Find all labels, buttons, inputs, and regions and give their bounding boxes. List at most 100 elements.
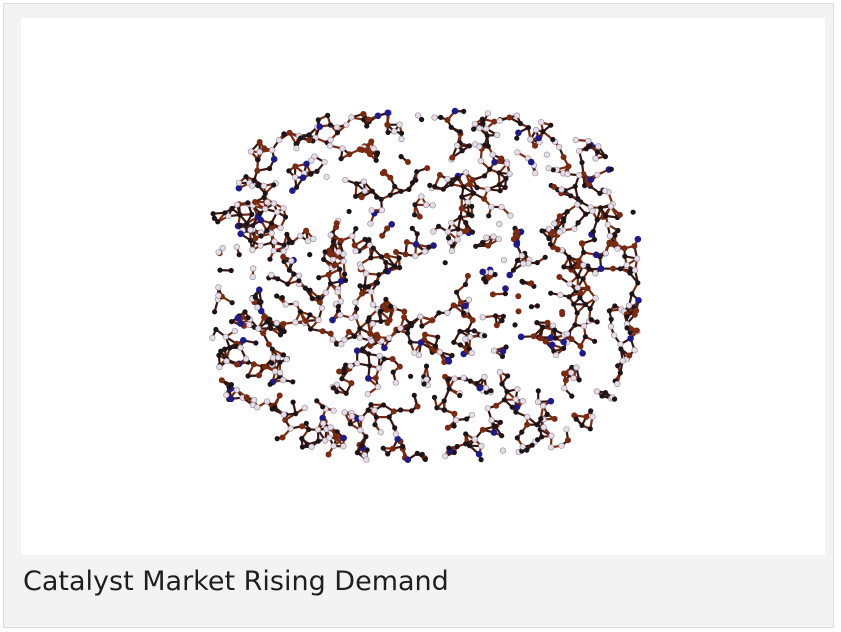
carbon-atom <box>514 135 520 141</box>
carbon-atom <box>463 441 469 447</box>
nitrogen-atom <box>394 435 402 443</box>
carbon-atom <box>335 304 341 310</box>
carbon-atom <box>245 373 251 379</box>
hydrogen-atom <box>270 200 278 207</box>
carbon-atom <box>392 183 398 190</box>
hydrogen-atom <box>592 295 599 302</box>
carbon-atom <box>440 186 446 192</box>
carbon-atom <box>608 166 614 172</box>
oxygen-atom <box>243 394 250 401</box>
hydrogen-atom <box>471 436 478 443</box>
carbon-atom <box>245 200 251 206</box>
carbon-atom <box>383 268 389 274</box>
oxygen-atom <box>379 232 386 239</box>
hydrogen-atom <box>327 232 334 239</box>
oxygen-atom <box>333 224 340 231</box>
oxygen-atom <box>384 225 391 232</box>
oxygen-atom <box>387 174 394 181</box>
hydrogen-atom <box>533 126 540 134</box>
hydrogen-atom <box>254 404 261 411</box>
carbon-atom <box>236 252 242 258</box>
oxygen-atom <box>444 424 451 431</box>
hydrogen-atom <box>292 319 299 326</box>
carbon-atom <box>572 183 578 189</box>
carbon-atom <box>480 239 486 246</box>
oxygen-atom <box>565 437 571 444</box>
oxygen-atom <box>383 307 390 313</box>
carbon-atom <box>514 257 521 263</box>
carbon-atom <box>373 414 379 420</box>
oxygen-atom <box>261 363 268 370</box>
carbon-atom <box>542 254 548 260</box>
carbon-atom <box>315 438 321 444</box>
carbon-atom <box>227 345 233 351</box>
carbon-atom <box>385 451 391 457</box>
carbon-atom <box>392 425 398 431</box>
carbon-atom <box>512 322 518 328</box>
carbon-atom <box>635 280 641 286</box>
carbon-atom <box>519 429 525 435</box>
nitrogen-atom <box>329 316 336 324</box>
hydrogen-atom <box>476 125 483 132</box>
nitrogen-atom <box>256 286 263 294</box>
carbon-atom <box>367 363 373 369</box>
oxygen-atom <box>356 146 363 153</box>
carbon-atom <box>629 291 635 297</box>
carbon-atom <box>308 171 314 177</box>
oxygen-atom <box>337 237 344 244</box>
hydrogen-atom <box>484 186 491 193</box>
carbon-atom <box>414 231 420 237</box>
oxygen-atom <box>559 308 566 315</box>
nitrogen-atom <box>627 335 634 342</box>
hydrogen-atom <box>532 170 539 177</box>
carbon-atom <box>411 392 417 398</box>
oxygen-atom <box>280 320 287 327</box>
hydrogen-atom <box>268 230 275 237</box>
carbon-atom <box>299 444 305 450</box>
hydrogen-atom <box>348 314 355 321</box>
hydrogen-atom <box>563 330 571 337</box>
hydrogen-atom <box>369 320 376 328</box>
oxygen-atom <box>464 272 471 279</box>
carbon-atom <box>535 437 541 443</box>
nitrogen-atom <box>316 123 324 130</box>
hydrogen-atom <box>479 314 486 321</box>
carbon-atom <box>582 334 589 340</box>
hydrogen-atom <box>444 228 452 235</box>
hydrogen-atom <box>592 270 599 277</box>
carbon-atom <box>482 173 488 179</box>
carbon-atom <box>373 279 379 286</box>
carbon-atom <box>343 362 349 368</box>
carbon-atom <box>539 228 545 234</box>
carbon-atom <box>466 443 473 449</box>
image-frame[interactable] <box>21 18 825 555</box>
carbon-atom <box>269 360 275 366</box>
hydrogen-atom <box>349 233 356 240</box>
oxygen-atom <box>265 341 272 348</box>
carbon-atom <box>353 181 360 187</box>
carbon-atom <box>547 241 554 247</box>
hydrogen-atom <box>580 322 588 330</box>
oxygen-atom <box>479 426 486 433</box>
carbon-atom <box>503 176 509 182</box>
hydrogen-atom <box>378 207 386 214</box>
oxygen-atom <box>532 142 538 149</box>
carbon-atom <box>427 182 433 188</box>
carbon-atom <box>385 129 391 135</box>
carbon-atom <box>459 194 465 200</box>
carbon-atom <box>398 130 405 136</box>
oxygen-atom <box>554 246 561 253</box>
hydrogen-atom <box>540 402 547 410</box>
hydrogen-atom <box>326 142 334 149</box>
carbon-atom <box>380 402 387 408</box>
oxygen-atom <box>469 177 476 184</box>
hydrogen-atom <box>288 257 295 264</box>
oxygen-atom <box>276 392 283 399</box>
hydrogen-atom <box>482 384 490 392</box>
oxygen-atom <box>551 415 558 422</box>
oxygen-atom <box>616 211 623 218</box>
carbon-atom <box>548 122 554 128</box>
nitrogen-atom <box>289 187 296 194</box>
hydrogen-atom <box>476 143 483 150</box>
nitrogen-atom <box>388 221 396 228</box>
